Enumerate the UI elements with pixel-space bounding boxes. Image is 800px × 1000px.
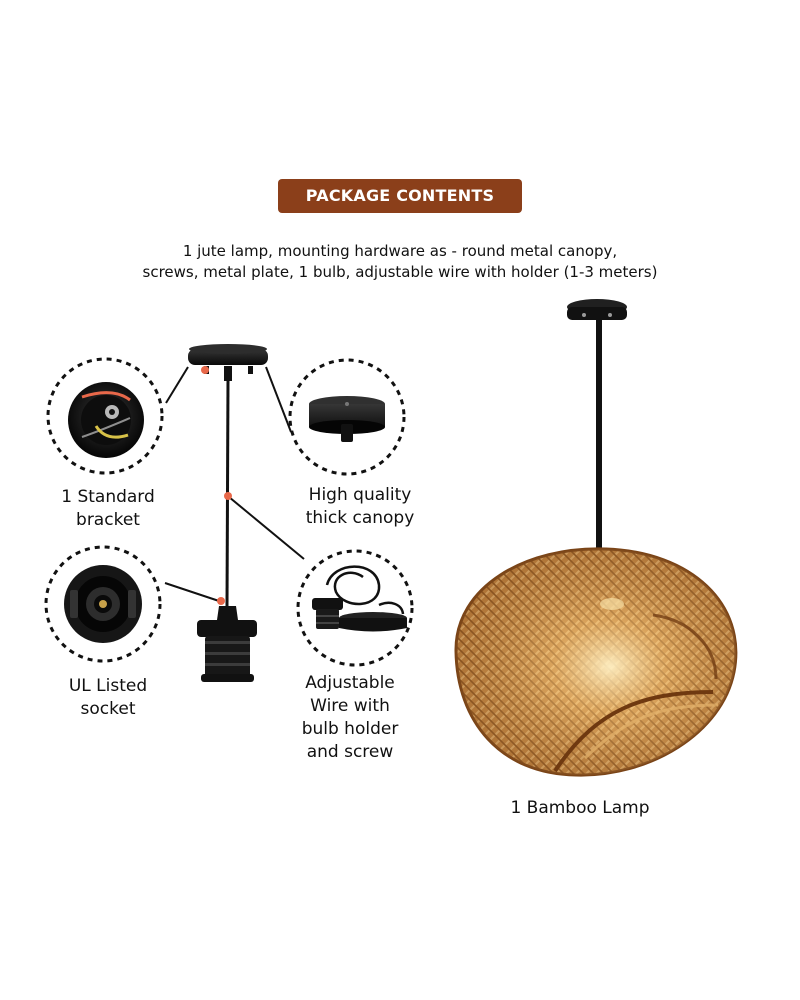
package-description: 1 jute lamp, mounting hardware as - roun… [80, 241, 720, 283]
callout-dots [201, 366, 232, 605]
wire-label-line-3: bulb holder [301, 719, 399, 739]
wire-label-line-2: Wire with [310, 696, 390, 716]
connector-lines [164, 366, 305, 602]
description-line-2: screws, metal plate, 1 bulb, adjustable … [142, 263, 658, 281]
bracket-label: 1 Standard bracket [40, 486, 176, 532]
canopy-label-line-1: High quality [308, 485, 412, 505]
wire-label-line-4: and screw [306, 742, 394, 762]
bracket-icon [46, 357, 164, 475]
bracket-label-line-2: bracket [76, 510, 140, 530]
description-line-1: 1 jute lamp, mounting hardware as - roun… [182, 242, 618, 260]
socket-icon [44, 545, 162, 663]
wire-label-line-1: Adjustable [305, 673, 395, 693]
pendant-hardware-icon [188, 344, 268, 682]
socket-label: UL Listed socket [40, 675, 176, 721]
package-contents-badge: PACKAGE CONTENTS [278, 179, 522, 213]
canopy-label-line-2: thick canopy [305, 508, 415, 528]
socket-label-line-2: socket [80, 699, 136, 719]
bamboo-lamp-label: 1 Bamboo Lamp [510, 798, 650, 818]
bracket-label-line-1: 1 Standard [61, 487, 155, 507]
wire-holder-icon [296, 549, 414, 667]
wire-label: Adjustable Wire with bulb holder and scr… [270, 672, 430, 764]
socket-label-line-1: UL Listed [68, 676, 148, 696]
canopy-label: High quality thick canopy [280, 484, 440, 530]
canopy-icon [288, 358, 406, 476]
bamboo-lamp-icon [454, 299, 738, 777]
